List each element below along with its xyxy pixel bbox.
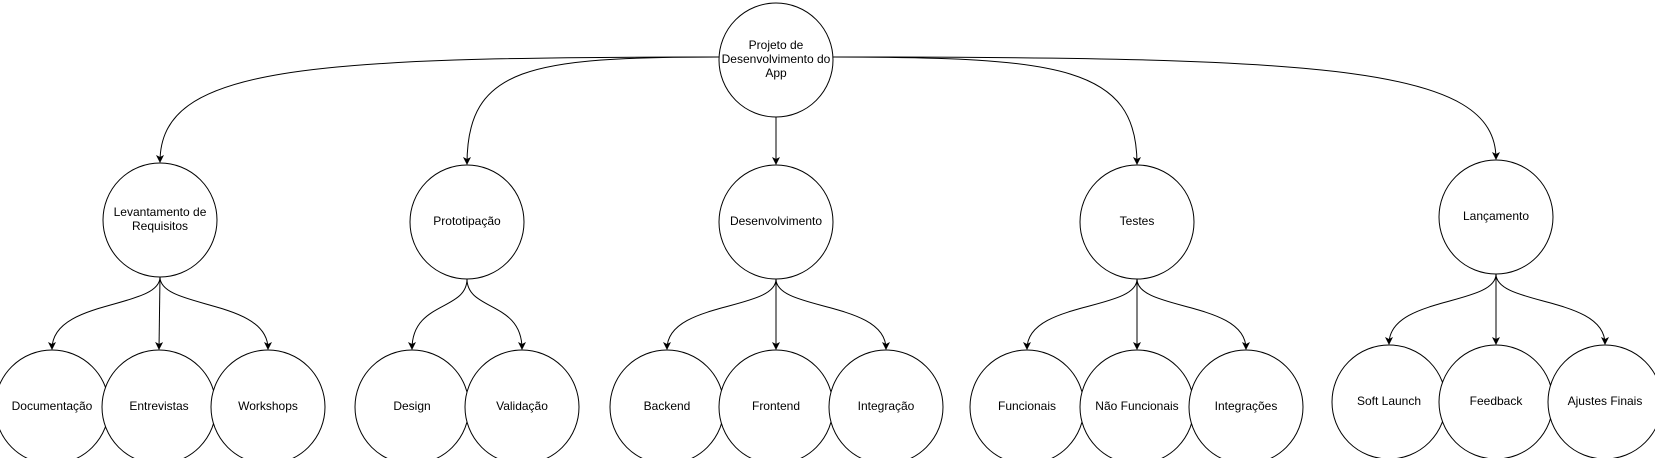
- node-prototipacao[interactable]: Prototipação: [409, 164, 525, 280]
- node-label: Workshops: [238, 399, 298, 413]
- node-label: Feedback: [1470, 394, 1524, 408]
- edge-lancamento-to-ajustes-finais: [1495, 273, 1609, 345]
- node-integracoes[interactable]: Integrações: [1188, 349, 1304, 458]
- node-validacao[interactable]: Validação: [464, 349, 580, 458]
- edge-levantamento-to-entrevistas: [155, 276, 164, 350]
- node-entrevistas[interactable]: Entrevistas: [101, 349, 217, 458]
- node-circle: [1079, 164, 1195, 280]
- node-label: App: [765, 66, 787, 80]
- node-desenvolvimento[interactable]: Desenvolvimento: [718, 164, 834, 280]
- node-design[interactable]: Design: [354, 349, 470, 458]
- node-documentacao[interactable]: Documentação: [0, 349, 110, 458]
- edge-root-to-testes: [832, 56, 1141, 165]
- node-backend[interactable]: Backend: [609, 349, 725, 458]
- node-label: Testes: [1120, 214, 1155, 228]
- node-label: Integrações: [1215, 399, 1278, 413]
- node-circle: [464, 349, 580, 458]
- edge-root-to-lancamento: [832, 56, 1500, 160]
- node-funcionais[interactable]: Funcionais: [969, 349, 1085, 458]
- node-circle: [1438, 159, 1554, 275]
- edge-desenvolvimento-to-backend: [663, 278, 777, 350]
- node-ajustes-finais[interactable]: Ajustes Finais: [1547, 344, 1655, 458]
- node-feedback[interactable]: Feedback: [1438, 344, 1554, 458]
- edge-root-to-prototipacao: [463, 56, 720, 165]
- edge-prototipacao-to-design: [408, 278, 468, 350]
- node-testes[interactable]: Testes: [1079, 164, 1195, 280]
- node-workshops[interactable]: Workshops: [210, 349, 326, 458]
- node-label: Integração: [858, 399, 915, 413]
- node-label: Validação: [496, 399, 548, 413]
- node-label: Documentação: [12, 399, 93, 413]
- edge-testes-to-funcionais: [1023, 278, 1138, 350]
- node-label: Levantamento de: [114, 205, 207, 219]
- node-circle: [210, 349, 326, 458]
- edge-lancamento-to-soft-launch: [1385, 273, 1497, 345]
- edge-testes-to-integracoes: [1136, 278, 1250, 350]
- edge-prototipacao-to-validacao: [466, 278, 526, 350]
- edge-desenvolvimento-to-integracao: [775, 278, 890, 350]
- node-circle: [102, 162, 218, 278]
- node-circle: [1547, 344, 1655, 458]
- node-circle: [1188, 349, 1304, 458]
- node-lancamento[interactable]: Lançamento: [1438, 159, 1554, 275]
- node-nao-funcionais[interactable]: Não Funcionais: [1079, 349, 1195, 458]
- node-label: Design: [393, 399, 430, 413]
- node-label: Entrevistas: [129, 399, 188, 413]
- node-label: Desenvolvimento: [730, 214, 822, 228]
- edge-levantamento-to-workshops: [159, 276, 272, 350]
- node-circle: [718, 2, 834, 118]
- node-integracao[interactable]: Integração: [828, 349, 944, 458]
- node-label: Requisitos: [132, 219, 188, 233]
- node-label: Soft Launch: [1357, 394, 1421, 408]
- node-label: Não Funcionais: [1095, 399, 1178, 413]
- edge-levantamento-to-documentacao: [48, 276, 161, 350]
- node-label: Ajustes Finais: [1568, 394, 1643, 408]
- node-label: Prototipação: [433, 214, 501, 228]
- node-soft-launch[interactable]: Soft Launch: [1331, 344, 1447, 458]
- node-circle: [409, 164, 525, 280]
- edges-layer: [48, 56, 1609, 350]
- node-label: Lançamento: [1463, 209, 1529, 223]
- edge-root-to-levantamento: [156, 56, 720, 163]
- node-circle: [828, 349, 944, 458]
- node-label: Projeto de: [749, 38, 804, 52]
- node-frontend[interactable]: Frontend: [718, 349, 834, 458]
- node-label: Backend: [644, 399, 691, 413]
- node-label: Funcionais: [998, 399, 1056, 413]
- node-label: Frontend: [752, 399, 800, 413]
- node-label: Desenvolvimento do: [722, 52, 831, 66]
- node-circle: [718, 164, 834, 280]
